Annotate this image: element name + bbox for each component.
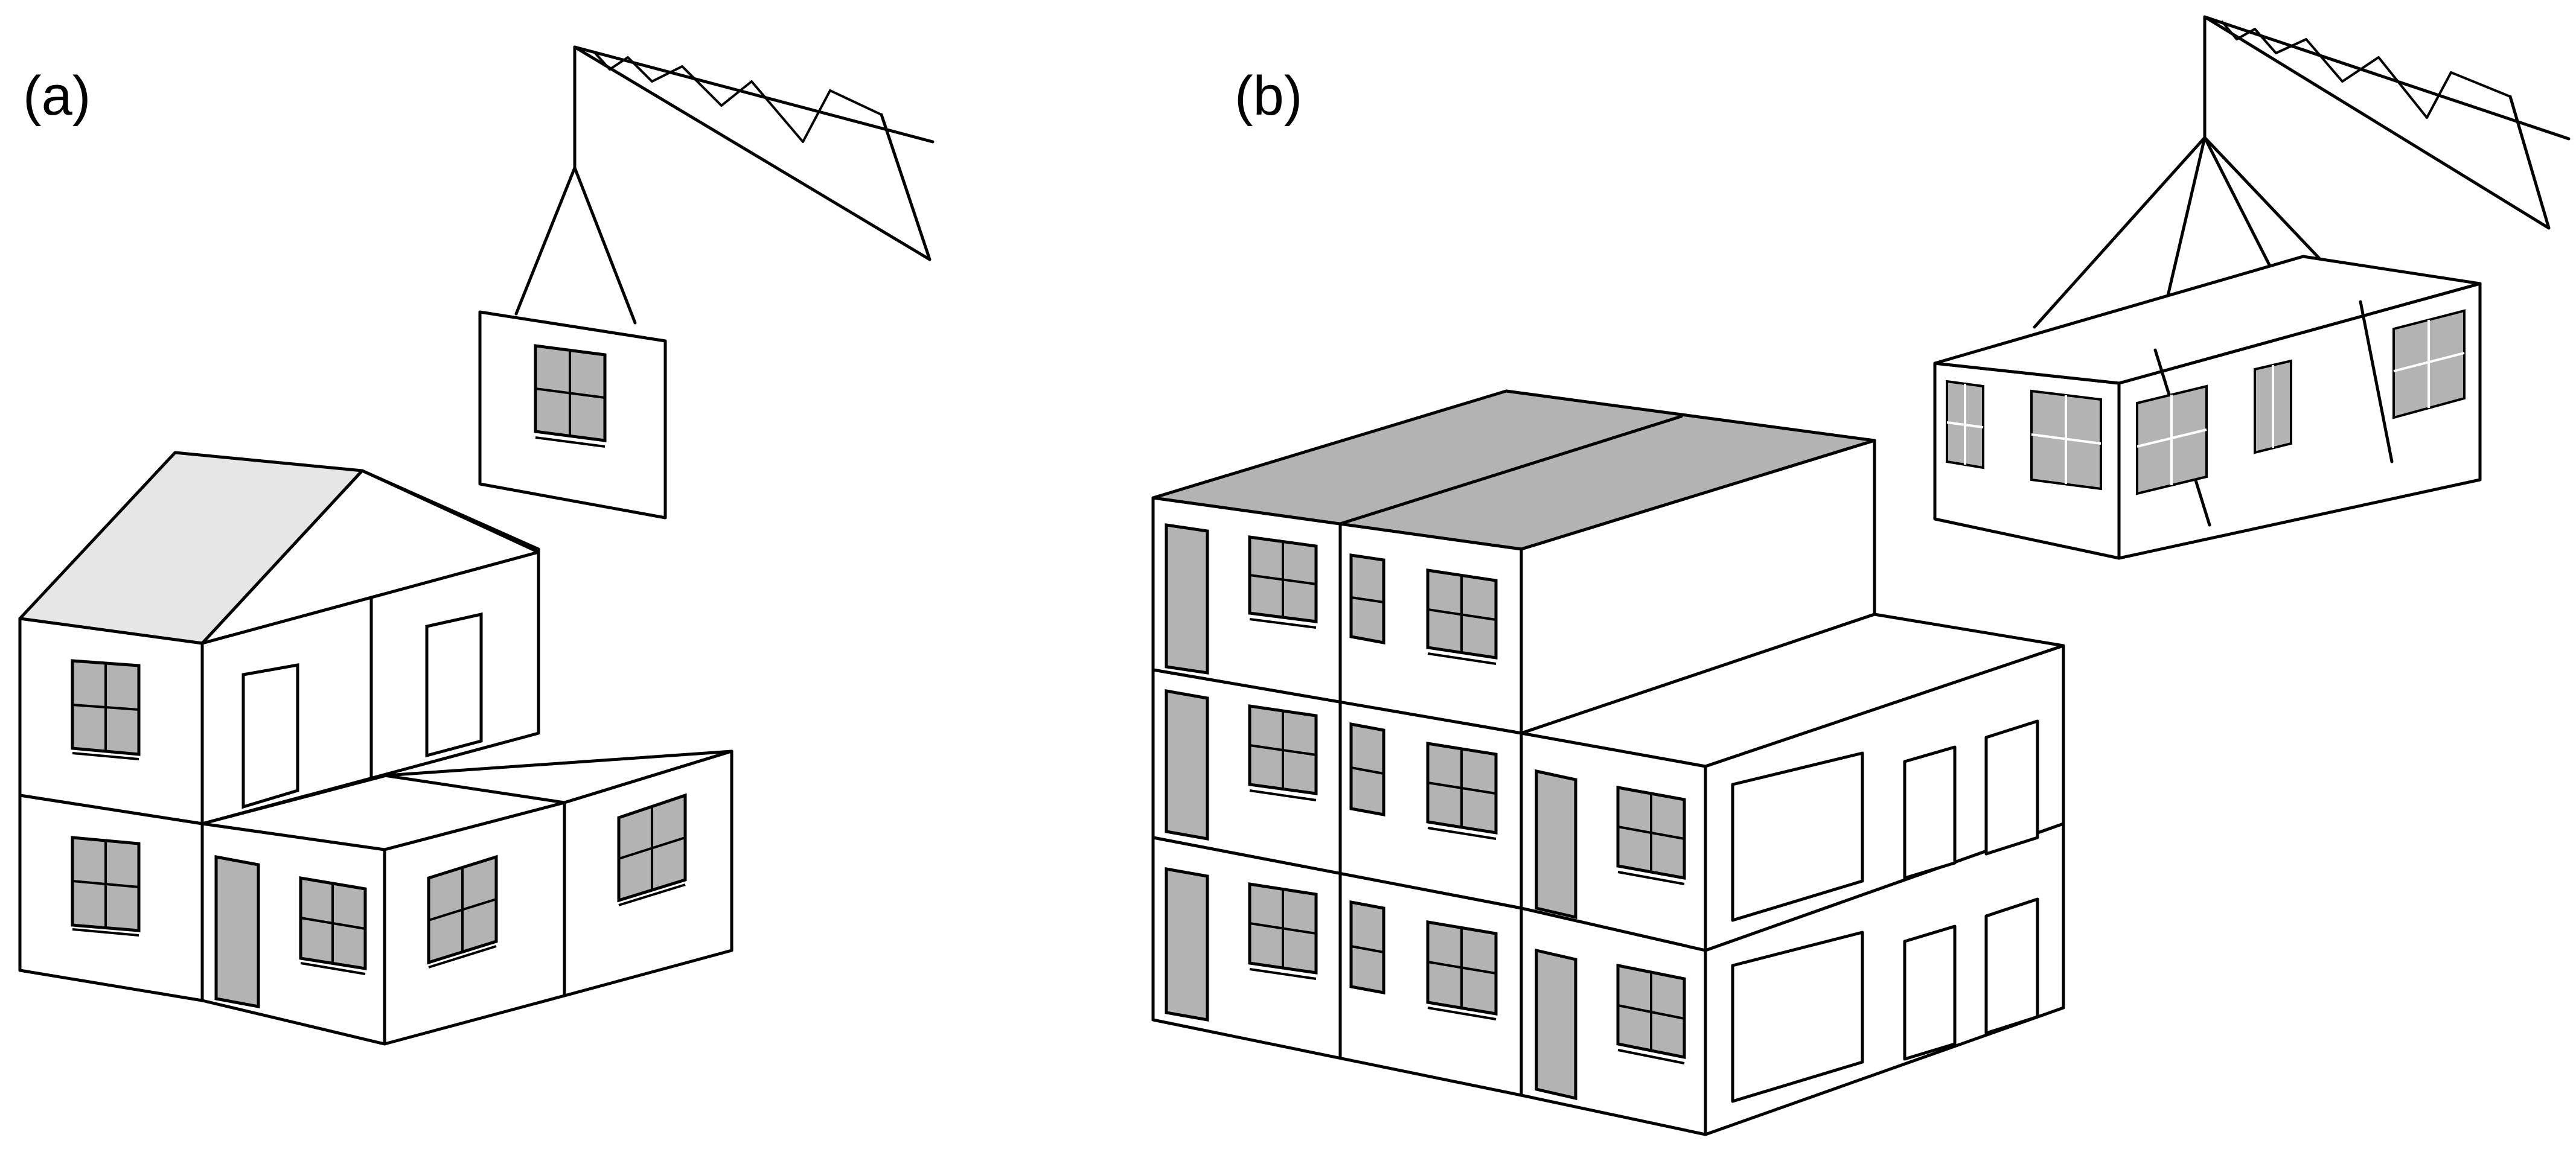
narrow-window-1	[1349, 553, 1385, 645]
panel-b-illustration	[1151, 15, 2571, 1136]
window-a2	[71, 836, 141, 937]
side-opening-2	[1903, 745, 1957, 880]
window-a1	[71, 659, 141, 760]
side-opening-5	[1903, 924, 1957, 1061]
modular-building	[1151, 389, 2065, 1136]
ground-door	[214, 854, 260, 1009]
window-b-r3c1	[1248, 882, 1318, 980]
side-opening-4	[1731, 931, 1864, 1103]
side-opening-6	[1984, 897, 2039, 1035]
panel-label-b: (b)	[1235, 65, 1302, 127]
module-window-5	[2392, 309, 2466, 419]
window-b-r2c2	[1426, 742, 1498, 840]
window-b-r3c3	[1616, 963, 1686, 1064]
window-b-r2c1	[1248, 704, 1318, 801]
hanging-wall-panel	[478, 310, 667, 520]
door-b2	[1165, 689, 1209, 841]
panel-label-a: (a)	[23, 65, 91, 127]
narrow-window-2	[1349, 722, 1385, 817]
house-a	[18, 451, 733, 1046]
window-a3	[299, 876, 367, 975]
narrow-window-3	[1349, 900, 1385, 995]
window-b-r3c2	[1426, 920, 1498, 1020]
door-b5	[1535, 948, 1577, 1101]
window-b-r2c3	[1616, 786, 1686, 885]
side-opening-1	[1731, 751, 1864, 922]
hanging-panel-window	[534, 344, 607, 448]
upper-door-right	[425, 612, 483, 758]
door-b1	[1165, 523, 1209, 675]
module-window-4	[2254, 359, 2292, 454]
side-opening-3	[1984, 719, 2039, 856]
crane-a	[514, 45, 935, 325]
window-b-r1c2	[1426, 568, 1498, 665]
module-window-2	[2030, 389, 2102, 491]
window-a5	[617, 793, 687, 906]
crane-b	[2033, 15, 2571, 352]
door-b3	[1165, 867, 1209, 1022]
hanging-module	[1933, 255, 2482, 560]
window-a4	[427, 854, 498, 969]
panel-a-illustration	[18, 45, 935, 1046]
module-window-3	[2136, 384, 2208, 495]
door-b4	[1535, 769, 1577, 920]
upper-door-left	[241, 663, 299, 809]
module-window-1	[1946, 380, 1984, 469]
window-b-r1c1	[1248, 535, 1318, 629]
